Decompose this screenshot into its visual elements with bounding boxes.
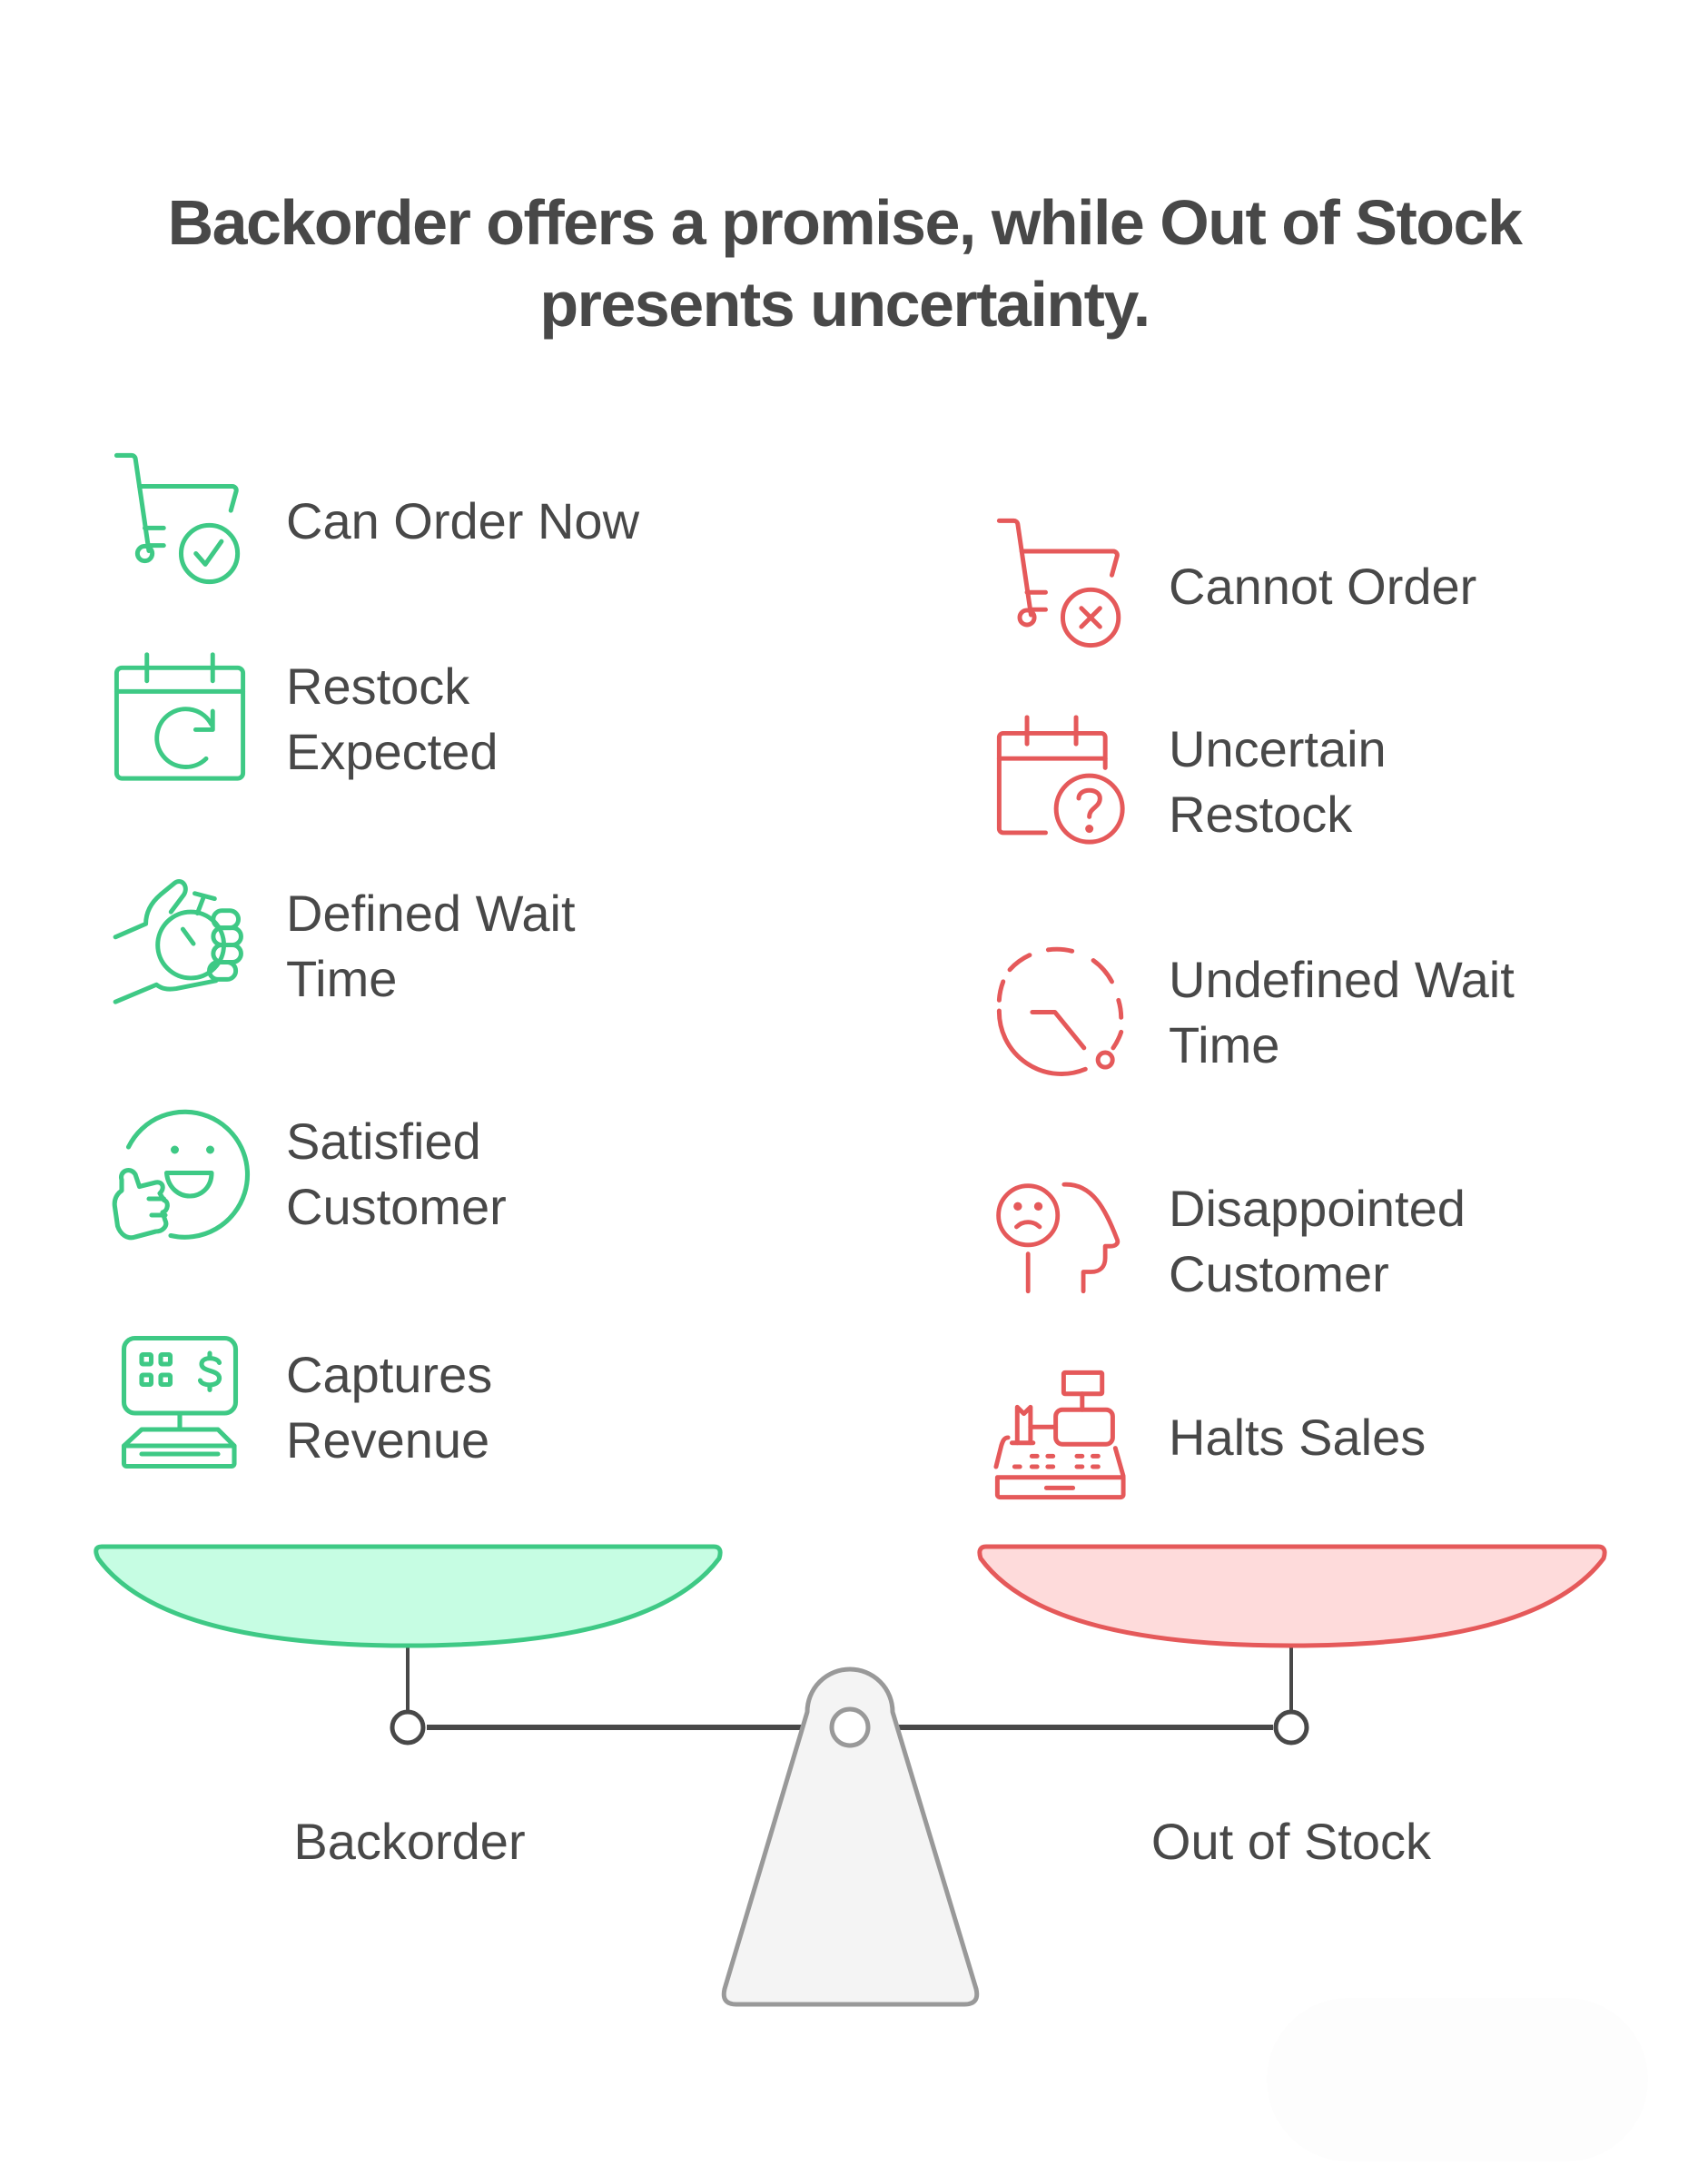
- calendar-question-icon: [995, 715, 1128, 847]
- fulcrum: [721, 1667, 980, 2007]
- item-label: Captures Revenue: [286, 1342, 492, 1473]
- label-line: Expected: [286, 723, 499, 780]
- item-label: Restock Expected: [286, 654, 499, 785]
- label-line: Restock: [1169, 786, 1353, 843]
- pos-terminal-dollar-icon: [120, 1334, 240, 1470]
- cart-check-icon: [113, 451, 247, 586]
- out-of-stock-pan: [977, 1544, 1607, 1648]
- label-line: Defined Wait: [286, 885, 576, 942]
- item-label: Undefined Wait Time: [1169, 947, 1515, 1078]
- backorder-label: Backorder: [293, 1813, 526, 1870]
- item-label: Uncertain Restock: [1169, 717, 1387, 847]
- calendar-refresh-icon: [113, 649, 247, 781]
- item-label: Can Order Now: [286, 489, 639, 554]
- dashed-clock-icon: [995, 945, 1128, 1077]
- label-line: Can Order Now: [286, 492, 640, 549]
- item-label: Defined Wait Time: [286, 881, 576, 1012]
- item-label: Halts Sales: [1169, 1405, 1426, 1470]
- label-line: Customer: [1169, 1245, 1389, 1302]
- label-line: Cannot Order: [1169, 558, 1477, 615]
- label-line: Revenue: [286, 1411, 490, 1469]
- label-line: Customer: [286, 1178, 507, 1235]
- title-line-2: presents uncertainty.: [539, 269, 1150, 340]
- label-line: Satisfied: [286, 1113, 481, 1170]
- cart-x-icon: [995, 517, 1128, 649]
- item-label: Satisfied Customer: [286, 1109, 507, 1240]
- smiley-thumbs-up-icon: [111, 1106, 251, 1242]
- item-label: Cannot Order: [1169, 554, 1476, 619]
- right-pivot: [1273, 1709, 1309, 1746]
- label-line: Restock: [286, 658, 470, 715]
- cash-register-icon: [993, 1369, 1126, 1501]
- label-line: Halts Sales: [1169, 1409, 1427, 1466]
- backorder-pan: [94, 1544, 723, 1648]
- hand-stopwatch-icon: [113, 879, 245, 1007]
- faint-background-shape: [1267, 1998, 1648, 2161]
- label-line: Time: [1169, 1016, 1280, 1073]
- label-line: Captures: [286, 1346, 493, 1403]
- left-pivot: [390, 1709, 426, 1746]
- sad-head-icon: [996, 1181, 1126, 1295]
- item-label: Disappointed Customer: [1169, 1176, 1466, 1307]
- label-line: Disappointed: [1169, 1180, 1466, 1237]
- label-line: Undefined Wait: [1169, 951, 1515, 1008]
- diagram-title: Backorder offers a promise, while Out of…: [0, 182, 1689, 345]
- fulcrum-pivot: [829, 1706, 871, 1748]
- title-line-1: Backorder offers a promise, while Out of…: [167, 187, 1523, 258]
- label-line: Uncertain: [1169, 720, 1387, 777]
- label-line: Time: [286, 950, 398, 1007]
- out-of-stock-label: Out of Stock: [1150, 1813, 1432, 1870]
